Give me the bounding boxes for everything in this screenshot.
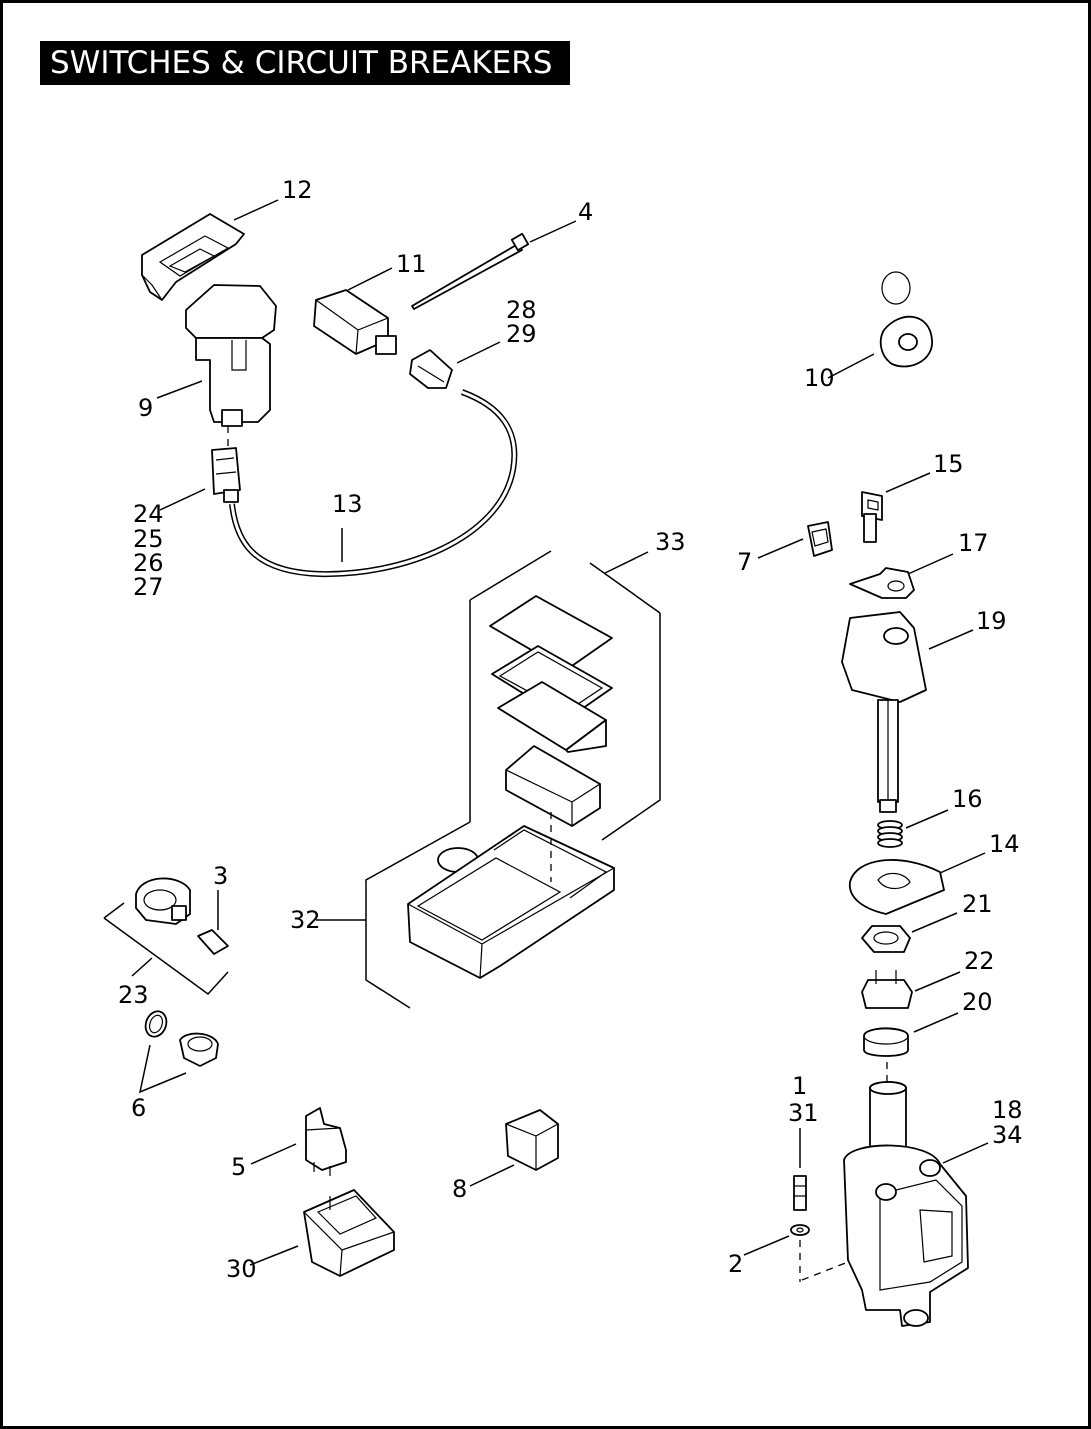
part-3-terminal[interactable]	[197, 929, 229, 955]
callout-11: 11	[396, 250, 427, 278]
callout-24: 24	[133, 500, 164, 528]
callout-12: 12	[282, 176, 313, 204]
callout-31: 31	[788, 1099, 819, 1127]
part-1-screw[interactable]	[793, 1175, 807, 1211]
part-28-connector[interactable]	[409, 349, 453, 389]
callout-7: 7	[737, 548, 752, 576]
part-14-plate[interactable]	[849, 859, 945, 915]
callout-28: 28	[506, 296, 537, 324]
part-13-harness[interactable]	[229, 389, 518, 578]
part-19-housing[interactable]	[841, 611, 927, 813]
part-16-spring[interactable]	[877, 820, 903, 848]
callout-21: 21	[962, 890, 993, 918]
callout-10: 10	[804, 364, 835, 392]
callout-14: 14	[989, 830, 1020, 858]
part-20-ring[interactable]	[863, 1027, 909, 1057]
callout-33: 33	[655, 528, 686, 556]
callout-15: 15	[933, 450, 964, 478]
callout-18: 18	[992, 1096, 1023, 1124]
part-15-key[interactable]	[861, 491, 883, 543]
part-17-plate[interactable]	[849, 567, 915, 599]
part-11-plug[interactable]	[313, 289, 397, 355]
part-6-switch[interactable]	[142, 1008, 219, 1067]
part-5-relay[interactable]	[305, 1107, 347, 1176]
callout-27: 27	[133, 573, 164, 601]
part-22-collar[interactable]	[861, 970, 913, 1009]
part-30-relay-holder[interactable]	[303, 1189, 395, 1277]
callout-25: 25	[133, 525, 164, 553]
callout-30: 30	[226, 1255, 257, 1283]
callout-17: 17	[958, 529, 989, 557]
callout-labels: 12 4 11 28 29 9 10 24 25 26 27 13 15 33 …	[118, 176, 1023, 1283]
callout-29: 29	[506, 320, 537, 348]
callout-32: 32	[290, 906, 321, 934]
part-21-nut[interactable]	[861, 925, 911, 953]
callout-13: 13	[332, 490, 363, 518]
part-32-fuse-box[interactable]	[407, 825, 615, 979]
part-33-cover-set[interactable]	[489, 595, 613, 827]
part-9-switch[interactable]	[185, 284, 277, 427]
part-8-relay[interactable]	[505, 1109, 559, 1171]
part-7-key[interactable]	[807, 521, 833, 557]
callout-16: 16	[952, 785, 983, 813]
callout-3: 3	[213, 862, 228, 890]
callout-23: 23	[118, 981, 149, 1009]
callout-8: 8	[452, 1175, 467, 1203]
part-10-key-tag[interactable]	[879, 271, 933, 368]
callout-34: 34	[992, 1121, 1023, 1149]
callout-19: 19	[976, 607, 1007, 635]
callout-6: 6	[131, 1094, 146, 1122]
part-2-washer[interactable]	[790, 1224, 810, 1236]
part-23-switch[interactable]	[135, 877, 191, 925]
part-12-bracket[interactable]	[141, 213, 245, 301]
part-18-ignition-switch[interactable]	[843, 1081, 969, 1327]
callout-9: 9	[138, 394, 153, 422]
callout-1: 1	[792, 1072, 807, 1100]
callout-22: 22	[964, 947, 995, 975]
callout-4: 4	[578, 198, 593, 226]
part-24-connector[interactable]	[211, 447, 241, 503]
callout-2: 2	[728, 1250, 743, 1278]
callout-20: 20	[962, 988, 993, 1016]
page-title: SWITCHES & CIRCUIT BREAKERS	[40, 41, 570, 85]
part-4-cable-tie[interactable]	[411, 232, 530, 310]
callout-5: 5	[231, 1153, 246, 1181]
callout-26: 26	[133, 549, 164, 577]
